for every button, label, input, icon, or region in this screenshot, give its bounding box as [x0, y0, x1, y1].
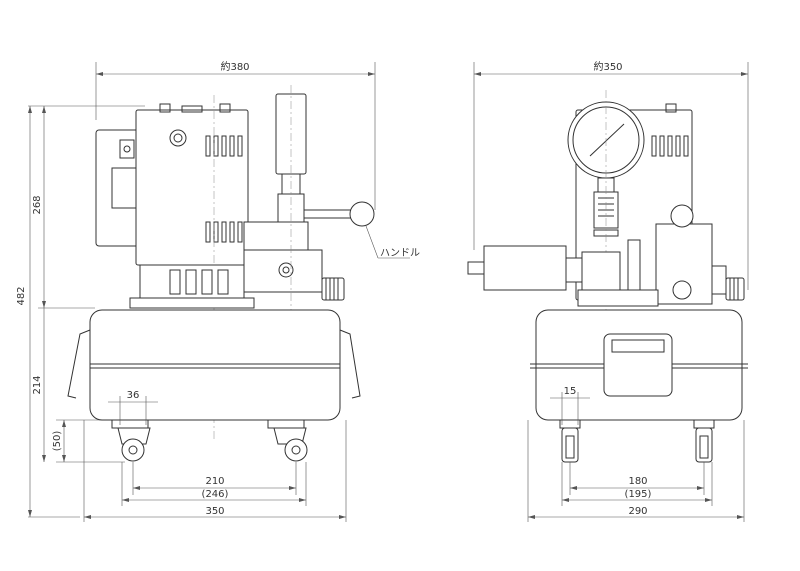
handle-label: ハンドル [380, 248, 420, 259]
front-casters [561, 427, 713, 463]
front-caster-pitch-label: 180 [628, 476, 647, 487]
side-casters [117, 427, 308, 462]
front-width-dimension: 約350 [473, 60, 749, 290]
motor-vents-upper [205, 135, 243, 157]
front-caster-width-label: 15 [564, 386, 577, 397]
side-height-label: 482 [16, 286, 27, 305]
handle-callout: ハンドル [365, 225, 420, 259]
side-width-label: 約380 [220, 60, 249, 73]
side-caster-width-label: 36 [127, 390, 140, 401]
side-view: 約380 482 268 214 (50) [16, 60, 420, 522]
side-caster-height-label: (50) [52, 431, 63, 452]
front-tank-width-label: 290 [628, 506, 647, 517]
side-lower-height-label: 214 [32, 375, 43, 394]
front-tank [530, 309, 748, 429]
side-upper-height-label: 268 [32, 195, 43, 214]
motor-vents-lower [205, 221, 243, 243]
front-valve-block [467, 204, 745, 307]
front-caster-width-dimension: 15 [550, 386, 590, 425]
pump-base [129, 264, 255, 309]
front-width-label: 約350 [593, 60, 622, 73]
side-tank [67, 309, 361, 429]
pressure-gauge [567, 90, 645, 320]
side-caster-pitch-label: 210 [205, 476, 224, 487]
front-caster-outer-label: (195) [625, 489, 652, 500]
front-view: 約350 [467, 60, 749, 522]
side-tank-width-label: 350 [205, 506, 224, 517]
side-caster-outer-label: (246) [202, 489, 229, 500]
front-bottom-dimensions: 180 (195) 290 [527, 420, 745, 522]
side-width-dimension: 約380 [95, 60, 376, 210]
side-bottom-dimensions: 210 (246) 350 [83, 420, 347, 522]
valve-assembly [243, 85, 375, 310]
side-caster-width-dimension: 36 [108, 390, 158, 425]
